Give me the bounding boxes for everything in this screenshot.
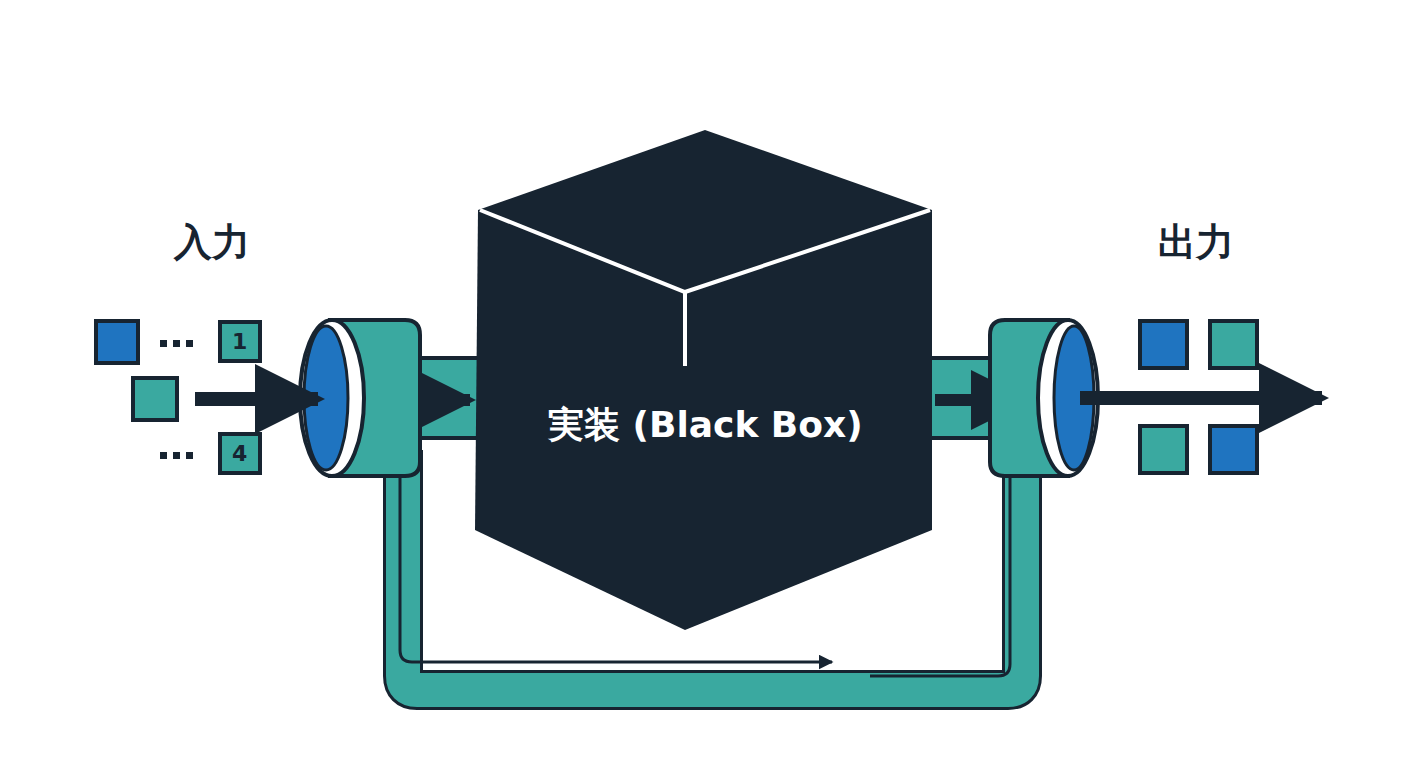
section-label: 入力: [174, 217, 250, 268]
input-items: [96, 321, 318, 459]
node-text: 実装 (Black Box): [548, 401, 863, 450]
box-title: 実装 (Black Box): [548, 401, 863, 450]
cube-shape: [475, 128, 935, 632]
item-number: 1: [232, 329, 247, 354]
item-number: 4: [232, 441, 247, 466]
output-items: [1080, 321, 1322, 473]
node-text: 4: [232, 441, 247, 466]
input-item-box: 1: [218, 320, 262, 363]
input-item-box: 4: [218, 432, 262, 475]
node-text: 1: [232, 329, 247, 354]
black-box-cube: 実装 (Black Box): [475, 128, 935, 632]
section-label: 出力: [1158, 217, 1234, 268]
